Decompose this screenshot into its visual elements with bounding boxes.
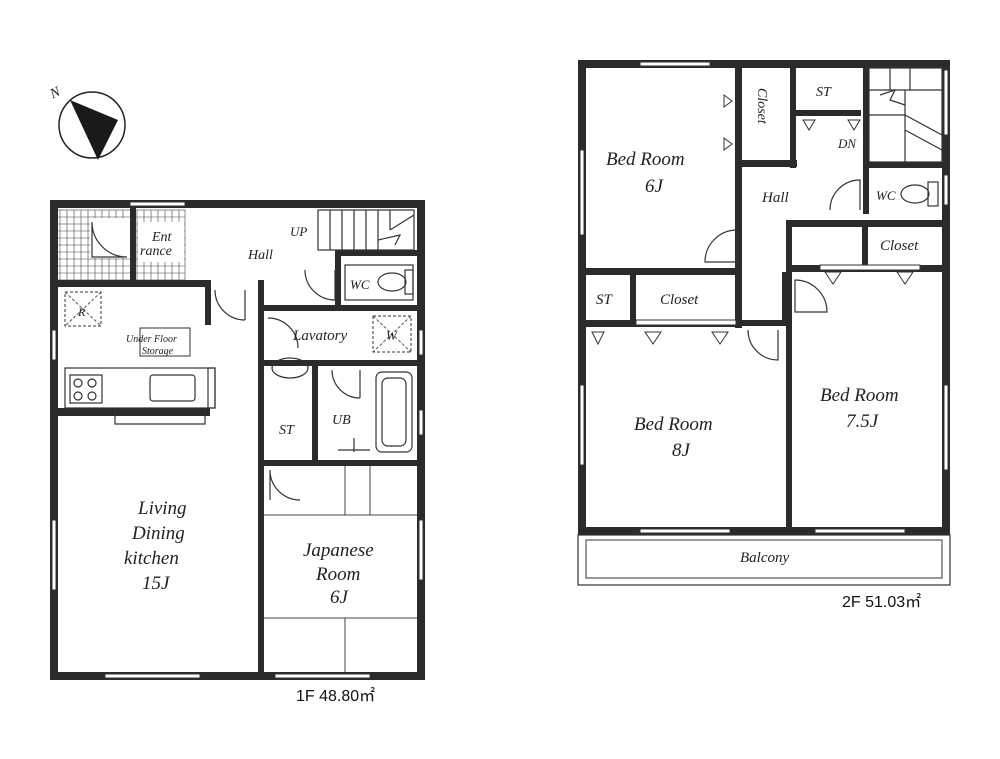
entrance-door-swing (91, 221, 128, 258)
bed75-door-swing (794, 279, 828, 313)
floor2-stairs (868, 67, 943, 163)
bathtub (375, 371, 413, 453)
north-label: N (47, 84, 63, 102)
floor2-outer-walls (578, 60, 950, 535)
f2-balcony-label: Balcony (740, 550, 789, 566)
f1-japanese-label-2: Room (315, 564, 360, 585)
balcony-outline (577, 534, 951, 586)
tatami-lines (264, 466, 417, 672)
floor1-interior-walls (50, 208, 418, 672)
kitchen-counter (64, 367, 216, 425)
f1-ub-label: UB (332, 413, 351, 428)
lavatory-door-swing (267, 317, 299, 349)
bed8-door-swing (747, 329, 779, 361)
ub-door-swing (331, 369, 361, 399)
f1-up-label: UP (290, 224, 307, 239)
f1-entrance-label-2: rance (140, 244, 172, 259)
f1-washer-label: W (386, 328, 398, 343)
f2-area-label: 2F 51.03㎡ (842, 593, 921, 611)
f2-hall-label: Hall (761, 190, 789, 206)
f2-closet-vertical-label: Closet (754, 88, 769, 125)
wc1-door-swing (304, 269, 336, 301)
closet-door-marks (591, 94, 914, 346)
f1-ldk-label-4: 15J (142, 573, 171, 594)
f2-st-left-label: ST (596, 292, 614, 308)
f1-entrance-label-1: Ent (151, 230, 173, 245)
bed6-door-swing (704, 229, 738, 263)
f2-bed6-label-2: 6J (645, 176, 665, 197)
f1-hall-label: Hall (247, 248, 273, 263)
f2-bed8-label-1: Bed Room (634, 414, 713, 435)
f1-japanese-label-1: Japanese (303, 540, 374, 561)
f2-bed8-label-2: 8J (672, 440, 692, 461)
f2-wc-label: WC (876, 188, 896, 203)
f1-under-floor-label-1: Under Floor (126, 334, 177, 345)
f1-ldk-label-1: Living (137, 498, 187, 519)
f2-bed6-label-1: Bed Room (606, 149, 685, 170)
f2-bed75-label-1: Bed Room (820, 385, 899, 406)
under-floor-storage-box (139, 327, 191, 357)
compass: N (47, 84, 126, 160)
lavatory-sink (271, 357, 309, 379)
japanese-door-swing (269, 469, 301, 501)
floor1-plan: Ent rance Hall UP WC R Under Floor Stora… (50, 200, 425, 705)
f1-wc-label: WC (350, 277, 370, 292)
f2-closet-right-label: Closet (880, 238, 919, 254)
entrance-tiles (54, 209, 186, 281)
f2-st-top-label: ST (816, 85, 832, 100)
f1-ldk-label-2: Dining (131, 523, 185, 544)
f1-ldk-label-3: kitchen (124, 548, 179, 569)
f2-closet-mid-label: Closet (660, 292, 699, 308)
wc1-toilet (344, 264, 414, 301)
f1-fridge-label: R (77, 305, 86, 319)
wc2-toilet (900, 181, 939, 207)
floor1-stairs (317, 209, 415, 251)
f2-bed75-label-2: 7.5J (846, 411, 880, 432)
ldk-door-swing (214, 289, 246, 321)
ub-faucet (338, 438, 370, 452)
fridge-box (64, 291, 102, 327)
f1-lavatory-label: Lavatory (292, 328, 348, 344)
f1-st-label: ST (279, 423, 295, 438)
floor2-plan: Bed Room 6J Closet ST DN Hall WC Closet … (577, 60, 951, 611)
f1-japanese-label-3: 6J (330, 587, 350, 608)
floor1-outer-walls (50, 200, 425, 680)
wc2-door-swing (829, 179, 861, 211)
washer-box (372, 315, 412, 353)
f2-dn-label: DN (837, 136, 857, 151)
f1-area-label: 1F 48.80㎡ (296, 687, 375, 705)
f1-under-floor-label-2: Storage (142, 346, 174, 357)
